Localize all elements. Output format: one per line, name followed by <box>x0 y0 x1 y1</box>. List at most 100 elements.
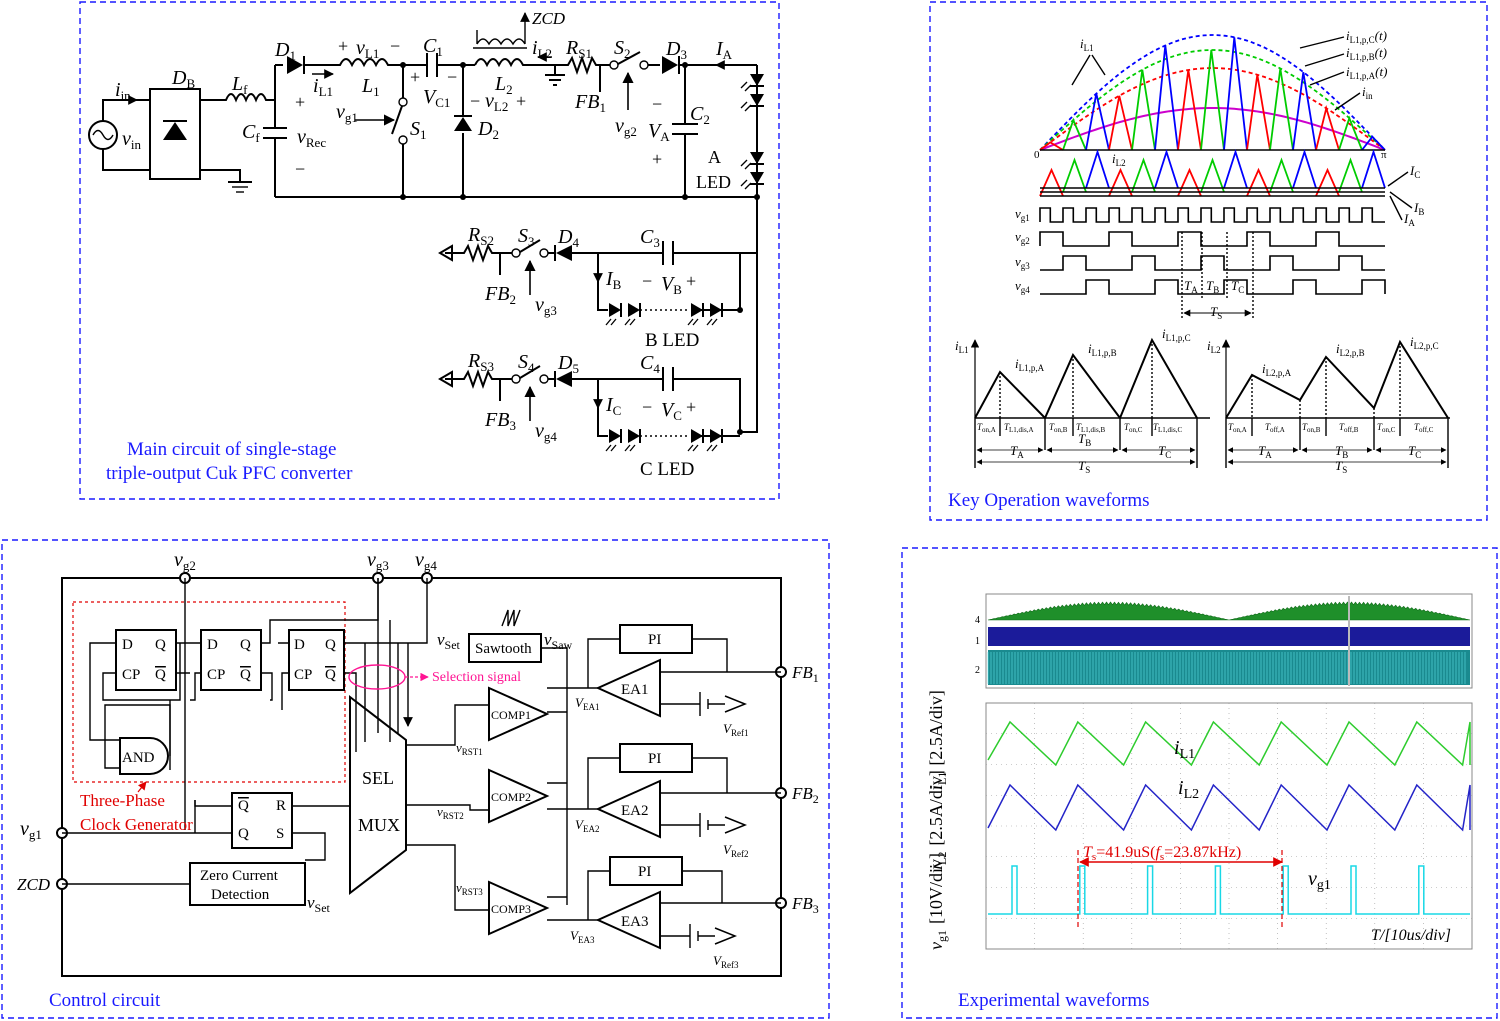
il1-triangle <box>1315 104 1340 151</box>
il2-wave-label: iL2 <box>1112 151 1126 168</box>
ton-b-label: Ton,B <box>1049 422 1068 434</box>
ton-a-r-label: Ton,A <box>1228 422 1247 434</box>
l2-label: L2 <box>494 73 513 97</box>
fb2-label: FB2 <box>484 283 516 307</box>
tc-left-label: TC <box>1158 443 1171 460</box>
il2-triangle <box>1154 149 1179 189</box>
sel-label: SEL <box>362 768 394 788</box>
il2-triangle <box>1338 157 1363 193</box>
left-pb-label: iL1,p,B <box>1088 341 1117 358</box>
tb-right-label: TB <box>1335 443 1348 460</box>
vg2-trace <box>1039 231 1385 247</box>
vg1-label: vg1 <box>336 101 358 125</box>
toff-a-label: Toff,A <box>1265 422 1285 434</box>
comp1 <box>488 686 550 742</box>
vea3-label: VEA3 <box>570 928 595 945</box>
vg4-label: vg4 <box>535 420 557 444</box>
sawtooth-label: Sawtooth <box>475 641 532 657</box>
a-led-label-1: A <box>708 147 721 167</box>
scope-main-screen <box>985 702 1473 950</box>
fb3-label: FB3 <box>484 409 516 433</box>
svg-text:+: + <box>295 92 305 112</box>
svg-text:PI: PI <box>648 632 661 648</box>
il2-triangles <box>1039 149 1386 197</box>
il1-scope-trace <box>987 720 1471 767</box>
il1-triangle <box>1085 93 1110 151</box>
svg-text:iL1[2.5A/div]: iL1[2.5A/div] <box>926 690 949 790</box>
svg-text:−: − <box>447 67 457 87</box>
il2-triangle <box>1062 157 1087 193</box>
ton-a-label: Ton,A <box>977 422 996 434</box>
ctrl-vg4-label: vg4 <box>415 549 437 573</box>
il1-triangle <box>1292 72 1317 151</box>
experimental-scope: 4 1 2 iL1 iL2 vg1 T/[10us/div] Ts=41.9uS… <box>926 593 1473 950</box>
svg-text:−: − <box>390 36 400 56</box>
il1-triangle <box>1223 37 1248 151</box>
s2-label: S2 <box>614 37 631 61</box>
main-circuit-panel <box>79 1 780 500</box>
zc-label-2: Detection <box>211 887 270 903</box>
vref3-label: VRef3 <box>713 953 739 970</box>
il1-triangle <box>1131 69 1156 151</box>
vg3-wave-label: vg3 <box>1015 254 1030 271</box>
tdis-a-label: TL1,dis,A <box>1004 422 1034 434</box>
il2-triangle <box>1292 149 1317 189</box>
bridge-rectifier <box>149 88 201 180</box>
svg-text:Q: Q <box>238 826 249 842</box>
waveforms-caption: Key Operation waveforms <box>948 490 1150 511</box>
tc-top-label: TC <box>1231 278 1244 295</box>
main-caption-line1: Main circuit of single-stage <box>127 439 336 460</box>
ctrl-fb3-label: FB3 <box>791 894 819 916</box>
c2-label: C2 <box>690 103 710 127</box>
il1-triangle <box>1361 135 1386 151</box>
vg2-wave-label: vg2 <box>1015 229 1030 246</box>
c1-label: C1 <box>423 35 443 59</box>
ch2-trace <box>988 650 1470 685</box>
ton-b-r-label: Ton,B <box>1302 422 1321 434</box>
ea3-block: EA3 PI <box>547 856 781 950</box>
vg1-trace <box>1039 207 1385 223</box>
svg-text:−: − <box>642 397 652 417</box>
vrst3-label: vRST3 <box>456 880 483 897</box>
key-waveforms: 0 π iL1,p,C(t) iL1,p,B(t) iL1,p,A(t) iin… <box>955 28 1450 475</box>
s1-label: S1 <box>410 118 427 142</box>
ib-label: IB <box>605 268 622 292</box>
envelope-b <box>1039 49 1386 151</box>
il1-triangle <box>1246 74 1271 151</box>
svg-text:COMP1: COMP1 <box>491 708 531 722</box>
right-axis-label: iL2 <box>1207 338 1221 355</box>
il1-scope-label: iL1 <box>1174 737 1195 762</box>
svg-text:CP: CP <box>207 667 225 683</box>
vb-label: VB <box>661 273 682 297</box>
c3-label: C3 <box>640 226 660 250</box>
svg-text:S: S <box>276 826 284 842</box>
svg-text:COMP3: COMP3 <box>491 902 531 916</box>
flip-flop-2: D Q CP Q <box>200 629 262 691</box>
il2-triangle <box>1361 149 1386 189</box>
il1-triangle <box>1039 141 1064 151</box>
ta-right-label: TA <box>1258 443 1272 460</box>
ch2-marker: 2 <box>975 665 980 676</box>
control-circuit-panel <box>1 539 830 1019</box>
flip-flop-3: D Q CP Q <box>288 629 345 691</box>
il2-label: iL2 <box>532 37 552 61</box>
svg-text:Q: Q <box>240 667 251 683</box>
time-axis-label: T/[10us/div] <box>1371 927 1451 944</box>
svg-text:iL2[2.5A/div]: iL2[2.5A/div] <box>926 770 949 870</box>
svg-text:+: + <box>338 36 348 56</box>
il1pc-label: iL1,p,C(t) <box>1346 28 1387 45</box>
ctrl-fb1-label: FB1 <box>791 663 819 685</box>
svg-text:D: D <box>294 637 305 653</box>
vg1-axis-label: vg1[10V/div] <box>926 853 949 950</box>
il2-triangle <box>1131 157 1156 193</box>
zc-label-1: Zero Current <box>200 868 279 884</box>
il1-triangle <box>1108 95 1133 151</box>
right-pc-label: iL2,p,C <box>1410 334 1439 351</box>
vg1-scope-label: vg1 <box>1308 868 1331 893</box>
d2-label: D2 <box>477 118 499 142</box>
cf-label: Cf <box>242 121 260 145</box>
rs1-label: RS1 <box>565 37 592 61</box>
il1-triangle <box>1154 45 1179 151</box>
ta-left-label: TA <box>1010 443 1024 460</box>
